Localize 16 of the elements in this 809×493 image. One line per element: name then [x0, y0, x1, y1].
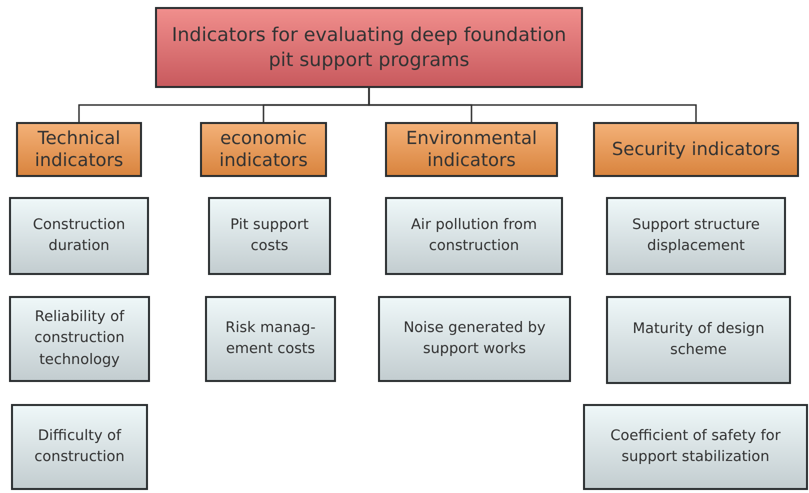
root-box: Indicators for evaluating deep foundation pit support programs [155, 7, 583, 88]
indicator-box: Noise generated by support works [378, 296, 571, 382]
category-box: Security indicators [593, 122, 799, 177]
indicator-box: Risk manag- ement costs [205, 296, 336, 382]
category-box: Technical indicators [16, 122, 142, 177]
indicator-box: Coefficient of safety for support stabilization [583, 404, 808, 490]
indicator-box: Maturity of design scheme [606, 296, 791, 384]
indicator-box: Difficulty of construction [11, 404, 148, 490]
indicator-box: Construction duration [9, 197, 149, 275]
category-box: economic indicators [200, 122, 327, 177]
category-box: Environmental indicators [385, 122, 558, 177]
indicator-box: Support structure displacement [606, 197, 786, 275]
indicator-box: Air pollution from construction [385, 197, 563, 275]
indicator-box: Pit support costs [208, 197, 331, 275]
connector-line [368, 88, 697, 122]
indicator-box: Reliability of construction technology [9, 296, 150, 382]
